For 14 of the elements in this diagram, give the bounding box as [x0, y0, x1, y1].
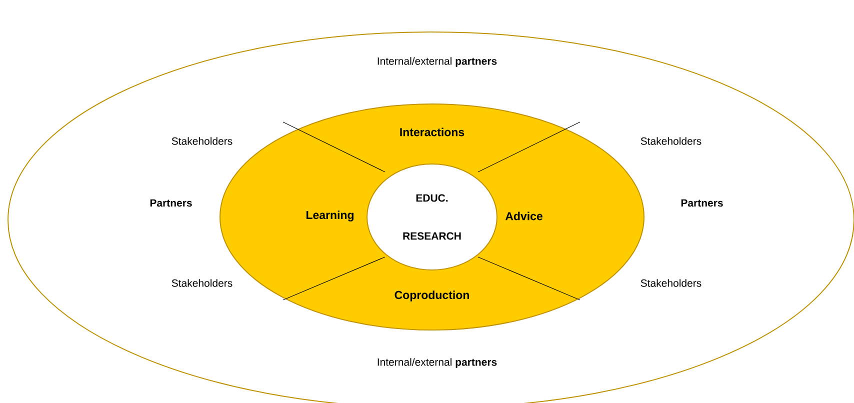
ring-label: Stakeholders	[640, 137, 702, 145]
ring-label: Internal/external partners	[378, 57, 497, 67]
center-label: RESEARCH	[403, 232, 461, 240]
ring-label: Stakeholders	[172, 137, 232, 145]
ring-label: Stakeholders	[640, 279, 702, 287]
segment-label: Advice	[505, 212, 542, 220]
segment-label: Learning	[306, 210, 354, 222]
segment-label: Interactions	[400, 128, 464, 136]
segment-label: Coproduction	[394, 290, 469, 302]
ring-label: Internal/external partners	[378, 358, 497, 368]
ring-label: Stakeholders	[172, 279, 232, 287]
center-label: EDUC.	[416, 194, 448, 202]
ring-label: Partners	[150, 199, 192, 207]
ring-label: Partners	[681, 199, 723, 207]
